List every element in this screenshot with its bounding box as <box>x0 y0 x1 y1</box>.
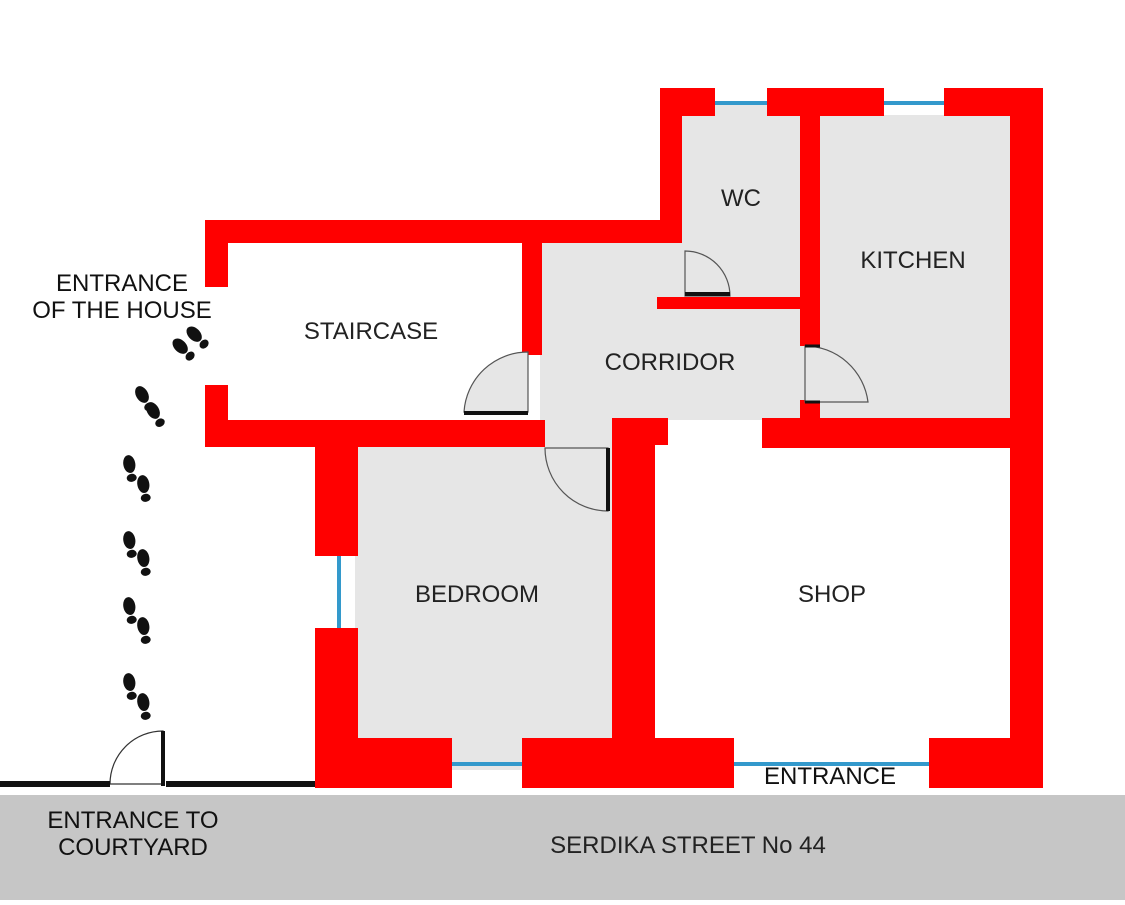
wall-staircase-left-upper <box>205 220 228 287</box>
wall-wc-kitchen <box>800 88 820 346</box>
room-label-corridor: CORRIDOR <box>605 349 736 376</box>
label-shop-entrance: ENTRANCE <box>764 763 896 790</box>
wall-top-2 <box>767 88 884 116</box>
label-courtyard-line2: COURTYARD <box>58 834 208 861</box>
footprint-icon <box>172 338 195 361</box>
door-wc <box>684 250 731 297</box>
door-staircase <box>463 351 529 413</box>
label-entrance-house-line2: OF THE HOUSE <box>32 297 212 324</box>
street-band <box>0 795 1125 900</box>
corridor-floor <box>540 240 810 420</box>
wall-wc-left <box>660 88 682 243</box>
wall-staircase-bottom <box>205 420 545 447</box>
footprints <box>123 326 209 720</box>
footprint-icon <box>137 475 151 502</box>
footprint-icon <box>137 549 151 576</box>
windows <box>337 101 944 766</box>
footprint-icon <box>123 531 137 558</box>
footprint-icon <box>146 402 165 427</box>
wall-bedroom-left-upper <box>315 420 358 556</box>
label-street: SERDIKA STREET No 44 <box>550 832 826 859</box>
room-label-wc: WC <box>721 185 761 212</box>
footprint-icon <box>123 455 137 482</box>
walls <box>205 88 1043 788</box>
wall-kitchen-bottom <box>762 418 1043 448</box>
doors <box>109 250 869 786</box>
room-floors <box>355 105 1013 770</box>
wall-bedroom-bottom-left <box>315 738 452 788</box>
label-entrance-house-line1: ENTRANCE <box>56 270 188 297</box>
room-label-bedroom: BEDROOM <box>415 581 539 608</box>
courtyard-line <box>0 781 315 787</box>
wall-kitchen-stub <box>800 400 820 422</box>
room-label-shop: SHOP <box>798 581 866 608</box>
footprint-icon <box>123 673 137 700</box>
footprint-icon <box>137 617 151 644</box>
fence-left <box>0 781 110 787</box>
wall-bedroom-shop <box>612 420 655 788</box>
room-label-kitchen: KITCHEN <box>860 247 965 274</box>
door-courtyard <box>109 730 164 785</box>
footprint-icon <box>137 693 151 720</box>
wall-staircase-top <box>205 220 680 243</box>
footprint-icon <box>186 326 209 349</box>
wall-wc-bottom <box>657 297 820 309</box>
footprint-icon <box>123 597 137 624</box>
label-courtyard-line1: ENTRANCE TO <box>47 807 218 834</box>
fence-right <box>166 781 315 787</box>
wall-top-1 <box>660 88 715 116</box>
door-bedroom <box>544 447 609 512</box>
wall-bottom-right <box>929 738 1043 788</box>
wall-staircase-corridor <box>522 238 542 355</box>
room-label-staircase: STAIRCASE <box>304 318 438 345</box>
